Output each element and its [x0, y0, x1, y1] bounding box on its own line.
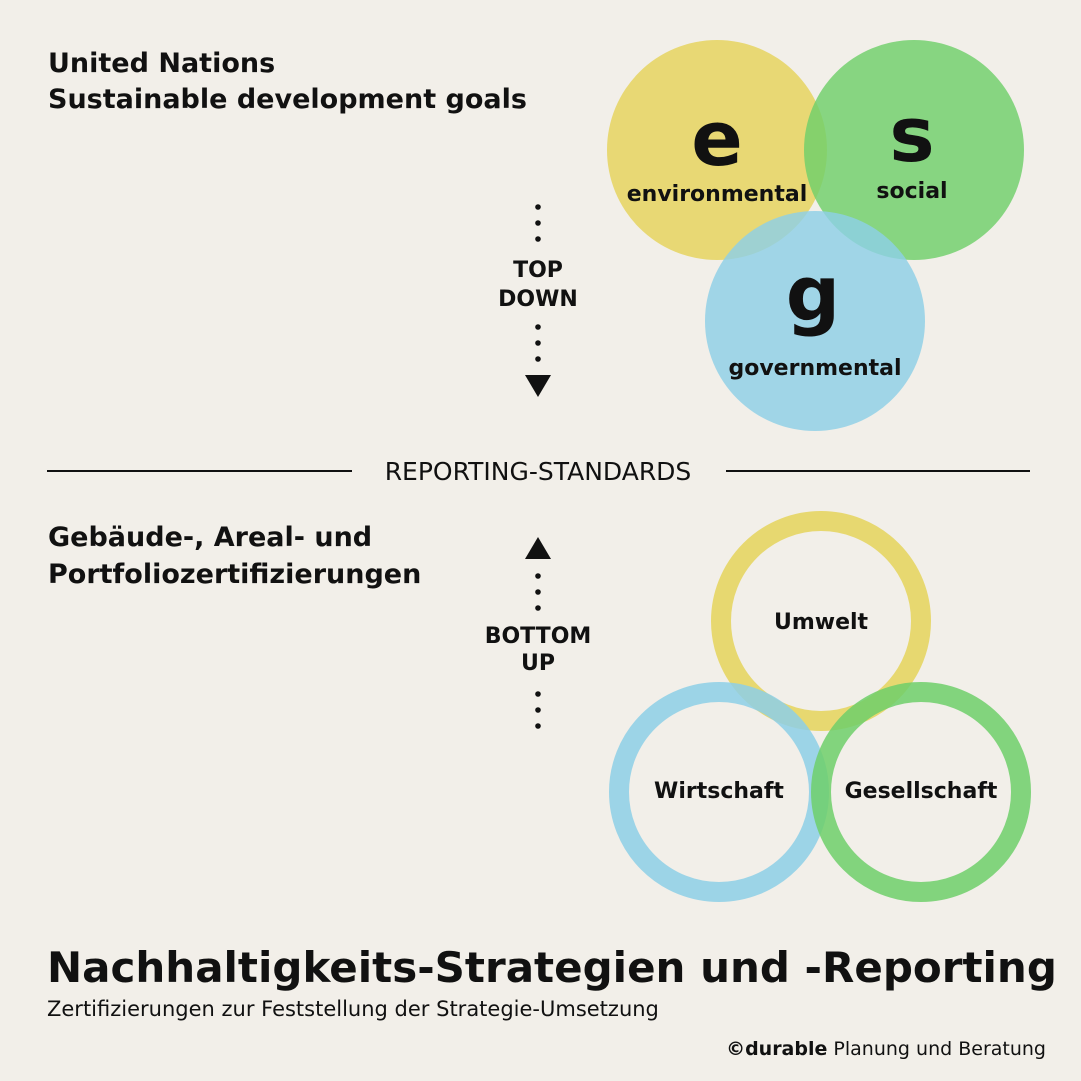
gesellschaft-label: Gesellschaft [845, 779, 998, 804]
governmental-label: governmental [728, 356, 901, 381]
wirtschaft-label: Wirtschaft [654, 779, 784, 804]
gesellschaft-ring [811, 682, 1031, 902]
dot [535, 204, 541, 210]
top-heading-line1: United Nations [48, 48, 275, 79]
environmental-label: environmental [627, 182, 808, 207]
credit-line: ©durable Planung und Beratung [726, 1038, 1046, 1060]
dot [535, 605, 541, 611]
bottom-up-arrow [525, 537, 551, 729]
dot [535, 691, 541, 697]
dot [535, 356, 541, 362]
copyright-icon: © [726, 1038, 745, 1060]
dot [535, 723, 541, 729]
umwelt-ring [711, 511, 931, 731]
dot [535, 340, 541, 346]
environmental-letter: e [691, 94, 743, 183]
page-subtitle: Zertifizierungen zur Feststellung der St… [47, 997, 659, 1021]
bottom-up-label-line2: UP [521, 651, 555, 676]
umwelt-label: Umwelt [774, 610, 869, 635]
dot [535, 573, 541, 579]
arrow-down-icon [525, 375, 551, 397]
bottom-up-label-line1: BOTTOM [485, 624, 592, 649]
sustainability-rings: Umwelt Wirtschaft Gesellschaft [609, 511, 1031, 902]
governmental-letter: g [786, 249, 840, 338]
brand-suffix: Planung und Beratung [827, 1038, 1046, 1060]
dot [535, 589, 541, 595]
dot [535, 220, 541, 226]
top-down-label-line1: TOP [513, 258, 563, 283]
dot [535, 236, 541, 242]
arrow-up-icon [525, 537, 551, 559]
brand-name: durable [745, 1038, 827, 1060]
top-down-label-line2: DOWN [498, 287, 578, 312]
esg-venn: e environmental s social g governmental [607, 40, 1024, 431]
social-label: social [876, 179, 947, 204]
dot [535, 324, 541, 330]
top-down-arrow [525, 204, 551, 397]
top-heading-line2: Sustainable development goals [48, 84, 527, 115]
divider-label: REPORTING-STANDARDS [385, 457, 692, 486]
bottom-heading-line1: Gebäude-, Areal- und [48, 522, 372, 553]
environmental-circle [607, 40, 827, 260]
dot [535, 707, 541, 713]
social-letter: s [889, 90, 934, 179]
social-circle [804, 40, 1024, 260]
governmental-circle [705, 211, 925, 431]
page-title: Nachhaltigkeits-Strategien und -Reportin… [47, 943, 1057, 992]
bottom-heading-line2: Portfoliozertifizierungen [48, 559, 421, 590]
